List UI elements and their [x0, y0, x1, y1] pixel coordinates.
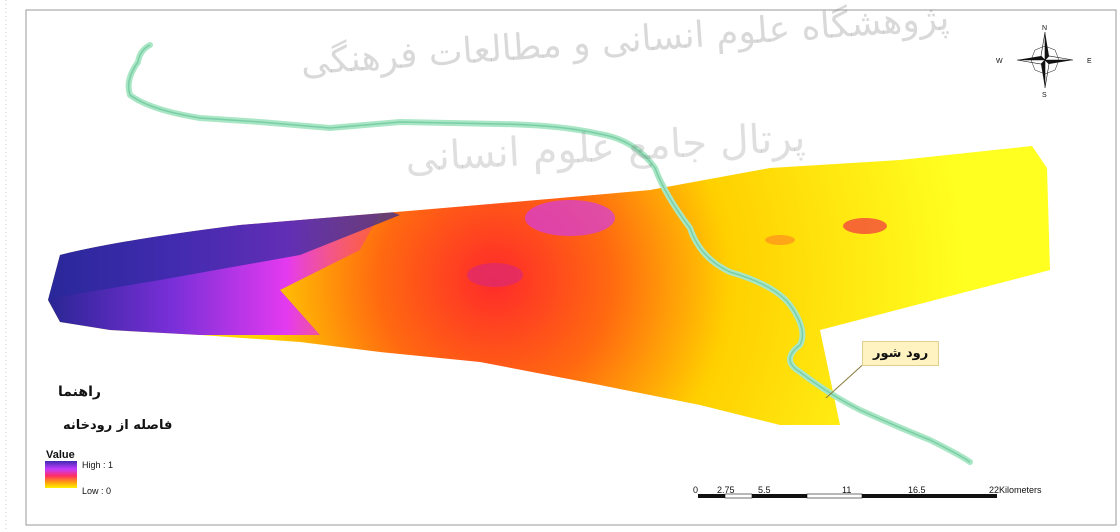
compass-west-label: W — [996, 58, 1003, 65]
scale-tick-label: 22 — [989, 485, 1000, 495]
north-arrow-icon — [1016, 31, 1074, 89]
map-border — [25, 9, 1117, 526]
compass-south-label: S — [1042, 92, 1047, 99]
scale-unit-label: Kilometers — [999, 485, 1042, 495]
scale-tick-label: 5.5 — [758, 485, 771, 495]
legend-color-ramp — [45, 461, 77, 488]
legend-value-label: Value — [46, 449, 75, 461]
river-label: رود شور — [862, 341, 940, 366]
scale-tick-label: 2.75 — [717, 485, 735, 495]
legend-title: راهنما — [58, 384, 101, 400]
river-label-leader — [825, 359, 869, 399]
scale-tick-label: 0 — [693, 485, 699, 495]
scale-tick-label: 11 — [842, 485, 852, 495]
compass-east-label: E — [1087, 58, 1092, 65]
scale-tick-label: 16.5 — [908, 485, 926, 495]
compass-north-label: N — [1042, 25, 1048, 32]
scale-bar — [698, 493, 997, 499]
legend-high-label: High : 1 — [82, 460, 114, 470]
legend-subtitle: فاصله از رودخانه — [63, 418, 173, 433]
legend-low-label: Low : 0 — [82, 486, 112, 496]
distance-raster-region — [48, 146, 1050, 425]
